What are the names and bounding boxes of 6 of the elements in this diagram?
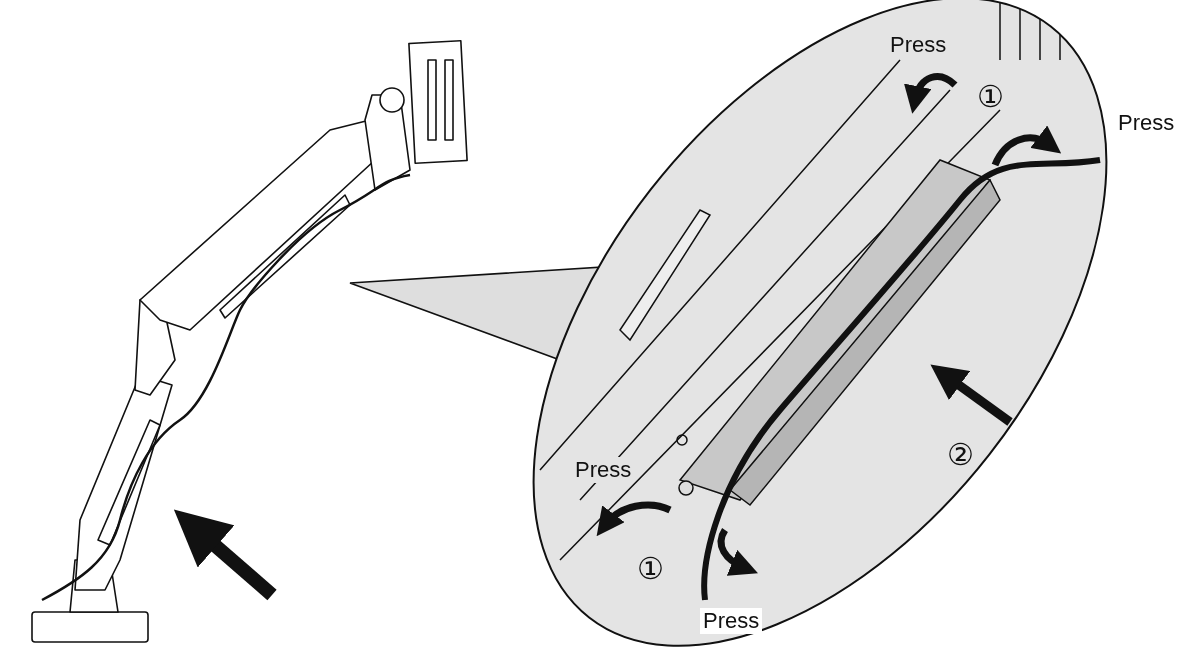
step-number: ② bbox=[947, 440, 974, 470]
step-number: ① bbox=[977, 82, 1004, 112]
step-number: ① bbox=[637, 554, 664, 584]
instruction-label: Press bbox=[700, 608, 763, 634]
instruction-label: Press bbox=[1118, 112, 1175, 134]
instruction-label: Press bbox=[890, 34, 947, 56]
